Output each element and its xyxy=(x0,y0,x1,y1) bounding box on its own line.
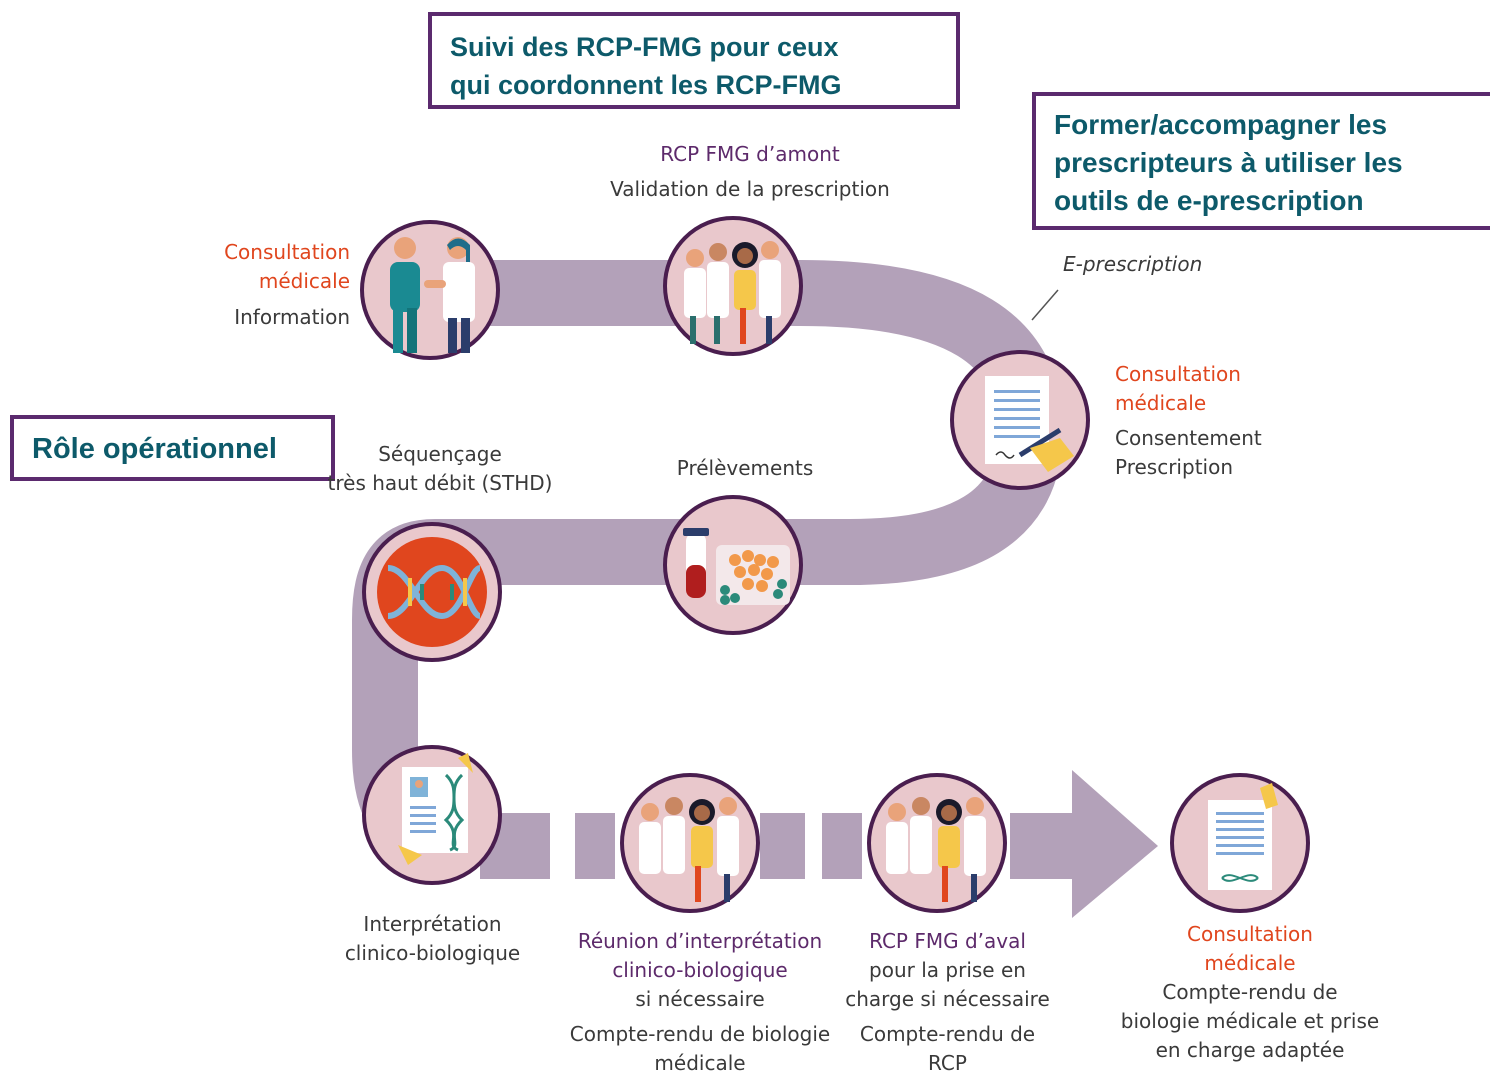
label-rcp-aval: RCP FMG d’aval pour la prise en charge s… xyxy=(835,927,1060,1078)
consultation2-title-2: médicale xyxy=(1115,391,1207,415)
label-rcp-amont: RCP FMG d’amont Validation de la prescri… xyxy=(580,140,920,204)
sequencage-text-1: Séquençage xyxy=(378,442,502,466)
blood-sample-icon xyxy=(683,528,790,605)
consultation3-title-1: Consultation xyxy=(1187,922,1313,946)
rcp-aval-text-2: charge si nécessaire xyxy=(845,987,1050,1011)
interpretation-text-1: Interprétation xyxy=(363,912,502,936)
box-former-line1: Former/accompagner les xyxy=(1054,109,1388,140)
label-reunion: Réunion d’interprétation clinico-biologi… xyxy=(555,927,845,1078)
step-sequencage xyxy=(362,522,502,662)
rcp-amont-title: RCP FMG d’amont xyxy=(660,142,840,166)
step-reunion xyxy=(620,773,760,913)
label-sequencage: Séquençage très haut débit (STHD) xyxy=(310,440,570,498)
dna-sequencing-icon xyxy=(377,537,487,647)
pathway-dashed-arrow xyxy=(480,770,1158,918)
label-interpretation: Interprétation clinico-biologique xyxy=(320,910,545,968)
box-suivi-line2: qui coordonnent les RCP-FMG xyxy=(450,70,842,100)
reunion-text-3: médicale xyxy=(654,1051,746,1075)
label-prelevements: Prélèvements xyxy=(640,454,850,483)
medical-team-icon xyxy=(684,241,781,344)
box-former-line2: prescripteurs à utiliser les xyxy=(1054,147,1403,178)
box-role-word2: opérationnel xyxy=(102,433,277,465)
consentement-text: Consentement xyxy=(1115,426,1262,450)
consultation-title-1: Consultation xyxy=(224,240,350,264)
reunion-text-1: si nécessaire xyxy=(635,987,765,1011)
consultation2-title-1: Consultation xyxy=(1115,362,1241,386)
document-signing-icon xyxy=(985,376,1074,472)
rcp-aval-title: RCP FMG d’aval xyxy=(869,929,1026,953)
prelevements-text: Prélèvements xyxy=(676,456,814,480)
box-role-operationnel: Rôle opérationnel xyxy=(10,415,335,481)
reunion-text-2: Compte-rendu de biologie xyxy=(569,1022,831,1046)
box-suivi-rcp: Suivi des RCP-FMG pour ceux qui coordonn… xyxy=(428,12,960,109)
final-text-1: Compte-rendu de xyxy=(1162,980,1338,1004)
pathway-upper-curve xyxy=(352,260,1063,863)
step-consultation-consentement xyxy=(950,350,1090,490)
label-consultation-information: Consultation médicale Information xyxy=(180,238,350,332)
reunion-title-2: clinico-biologique xyxy=(612,958,788,982)
pathway-track xyxy=(352,260,1063,863)
rcp-aval-text-1: pour la prise en xyxy=(869,958,1026,982)
sequencage-text-2: très haut débit (STHD) xyxy=(327,471,553,495)
interpretation-text-2: clinico-biologique xyxy=(344,941,521,965)
dna-report-icon xyxy=(398,753,473,865)
consultation3-title-2: médicale xyxy=(1204,951,1296,975)
consultation-title-2: médicale xyxy=(258,269,350,293)
step-rcp-amont xyxy=(663,216,803,356)
step-consultation-information xyxy=(360,220,500,360)
medical-team-icon xyxy=(639,797,739,902)
box-former-line3: outils de e-prescription xyxy=(1054,185,1364,216)
step-consultation-final xyxy=(1170,773,1310,913)
label-e-prescription: E-prescription xyxy=(1063,250,1263,279)
pathway-arrow-head xyxy=(1072,770,1158,918)
final-text-2: biologie médicale et prise xyxy=(1120,1009,1380,1033)
reunion-title-1: Réunion d’interprétation xyxy=(577,929,823,953)
medical-team-icon xyxy=(886,797,986,902)
label-consultation-consentement: Consultation médicale Consentement Presc… xyxy=(1115,360,1335,482)
report-document-icon xyxy=(1208,783,1278,890)
step-interpretation xyxy=(362,745,502,885)
e-prescription-pointer xyxy=(1031,289,1059,321)
rcp-aval-text-4: RCP xyxy=(928,1051,967,1075)
box-role-word1: Rôle xyxy=(32,433,95,465)
doctor-patient-icon xyxy=(390,237,475,353)
final-text-3: en charge adaptée xyxy=(1155,1038,1345,1062)
box-former-prescripteurs: Former/accompagner les prescripteurs à u… xyxy=(1032,92,1490,230)
rcp-amont-text: Validation de la prescription xyxy=(610,177,890,201)
step-prelevements xyxy=(663,495,803,635)
e-prescription-text: E-prescription xyxy=(1063,252,1203,276)
step-rcp-aval xyxy=(867,773,1007,913)
label-consultation-final: Consultation médicale Compte-rendu de bi… xyxy=(1105,920,1395,1065)
box-suivi-line1: Suivi des RCP-FMG pour ceux xyxy=(450,32,839,62)
information-text: Information xyxy=(234,305,350,329)
rcp-aval-text-3: Compte-rendu de xyxy=(859,1022,1036,1046)
prescription-text: Prescription xyxy=(1115,455,1233,479)
